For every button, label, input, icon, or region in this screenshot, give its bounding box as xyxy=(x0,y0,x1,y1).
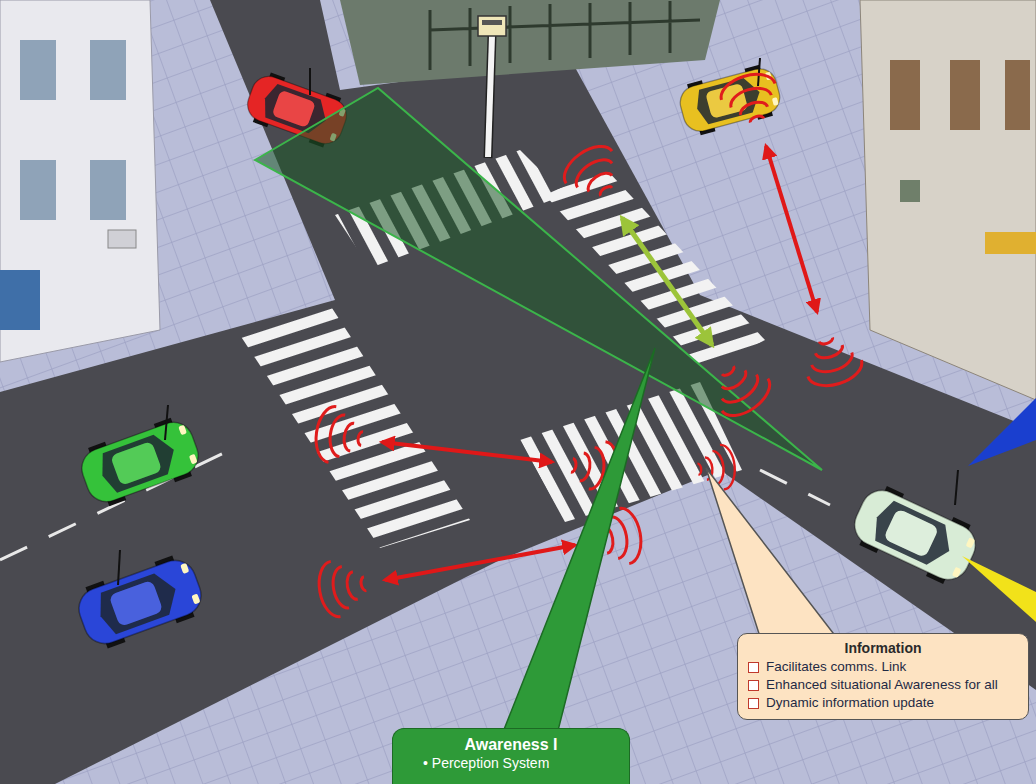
callout-pointer xyxy=(962,556,1036,622)
callout-item-text: Enhanced situational Awareness for all xyxy=(766,677,998,693)
antenna xyxy=(758,58,760,86)
building xyxy=(950,60,980,130)
callout-item-text: Dynamic information update xyxy=(766,695,934,711)
checkbox-icon xyxy=(748,662,759,673)
comms-arrow xyxy=(766,146,817,312)
traffic-light xyxy=(478,16,506,36)
car xyxy=(75,413,205,511)
comms-arrow xyxy=(385,545,575,580)
callout-item: Enhanced situational Awareness for all xyxy=(748,677,1018,693)
traffic-light xyxy=(488,36,492,158)
antenna xyxy=(118,550,120,585)
building xyxy=(985,232,1036,254)
antenna xyxy=(118,58,958,585)
sidewalk xyxy=(320,0,720,90)
traffic-light xyxy=(482,20,502,25)
sensor-field xyxy=(255,88,822,470)
radio-waves xyxy=(717,68,784,128)
building xyxy=(1005,60,1030,130)
car xyxy=(676,62,785,138)
car xyxy=(72,62,984,654)
antenna xyxy=(309,68,311,95)
callout-item: Facilitates comms. Link xyxy=(748,659,1018,675)
sensor-field xyxy=(255,88,822,470)
checkbox-icon xyxy=(748,680,759,691)
radio-waves xyxy=(799,331,866,391)
building xyxy=(890,60,920,130)
perception-arrow xyxy=(622,218,712,345)
awareness-callout: Awareness I• Perception System xyxy=(392,728,630,784)
traffic-light xyxy=(488,36,492,157)
building xyxy=(340,0,720,85)
radio-waves xyxy=(315,556,370,619)
building xyxy=(430,1,700,70)
lane-marking xyxy=(760,470,830,505)
callout-bullet: • Perception System xyxy=(405,754,617,772)
building xyxy=(0,0,1036,400)
building xyxy=(900,180,920,202)
callout-item-text: Facilitates comms. Link xyxy=(766,659,906,675)
information-callout: InformationFacilitates comms. LinkEnhanc… xyxy=(737,633,1029,720)
callout-pointer xyxy=(488,348,1036,770)
building xyxy=(20,160,56,220)
traffic-light xyxy=(478,16,506,158)
callout-pointer xyxy=(488,348,655,770)
perception-arrow xyxy=(622,218,712,345)
building xyxy=(20,40,56,100)
callout-heading: Awareness I xyxy=(405,735,617,754)
comms-arrow xyxy=(382,442,552,462)
radio-waves xyxy=(705,354,777,424)
car xyxy=(846,480,984,590)
callout-item: Dynamic information update xyxy=(748,695,1018,711)
building xyxy=(860,0,1036,400)
crosswalk xyxy=(238,305,470,548)
checkbox-icon xyxy=(748,698,759,709)
callout-heading: Information xyxy=(748,640,1018,656)
radio-waves xyxy=(557,138,629,208)
building xyxy=(90,160,126,220)
building xyxy=(0,0,160,362)
building xyxy=(0,270,40,330)
building xyxy=(90,40,126,100)
car xyxy=(72,551,209,654)
antenna xyxy=(955,470,958,505)
callout-heading-row: Information xyxy=(748,640,1018,656)
radio-waves xyxy=(313,404,366,466)
building xyxy=(108,230,136,248)
antenna xyxy=(165,405,168,440)
callout-pointer xyxy=(968,398,1036,466)
